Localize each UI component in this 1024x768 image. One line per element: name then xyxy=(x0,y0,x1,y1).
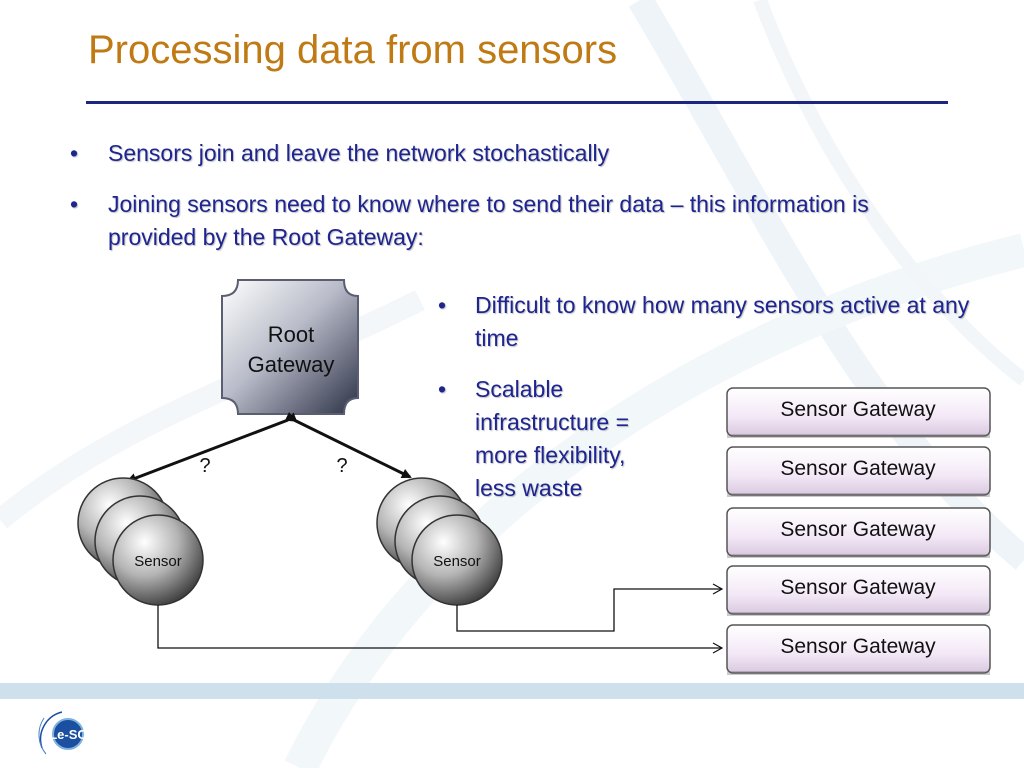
sensor-gateway-label: Sensor Gateway xyxy=(780,635,936,658)
sensor-gateway: Sensor Gateway xyxy=(726,507,991,558)
sensor-group-right: Sensor xyxy=(376,477,503,606)
root-gateway: Root Gateway xyxy=(221,279,359,415)
svg-text:Le-SC: Le-SC xyxy=(49,727,87,742)
slide-title: Processing data from sensors xyxy=(88,28,618,72)
footer-band xyxy=(0,683,1024,699)
sensor-gateway-label: Sensor Gateway xyxy=(780,398,936,421)
sensor-gateway-label: Sensor Gateway xyxy=(780,518,936,541)
root-gateway-label-line2: Gateway xyxy=(248,352,335,377)
lesc-logo: Le-SC xyxy=(38,711,87,755)
root-gateway-label-line1: Root xyxy=(268,322,314,347)
sensor-gateway: Sensor Gateway xyxy=(726,624,991,675)
sensor-group-left: Sensor xyxy=(77,477,204,606)
gateway-query-arrows xyxy=(126,411,412,483)
sensor-gateway: Sensor Gateway xyxy=(726,446,991,497)
sensor-label: Sensor xyxy=(433,553,481,570)
main-bullet-list: Sensors join and leave the network stoch… xyxy=(70,137,950,272)
unknown-mark-left: ? xyxy=(199,455,210,477)
bullet-item: Joining sensors need to know where to se… xyxy=(70,188,950,254)
sensor-label: Sensor xyxy=(134,553,182,570)
sub-bullet-list: Difficult to know how many sensors activ… xyxy=(438,289,1008,523)
bullet-item: Difficult to know how many sensors activ… xyxy=(438,289,1008,355)
bullet-item: Sensors join and leave the network stoch… xyxy=(70,137,950,170)
sensor-gateway: Sensor Gateway xyxy=(726,565,991,616)
title-underline xyxy=(86,101,948,104)
sensor-gateway-label: Sensor Gateway xyxy=(780,457,936,480)
unknown-mark-right: ? xyxy=(336,455,347,477)
sensor-gateway-label: Sensor Gateway xyxy=(780,576,936,599)
sensor-gateway: Sensor Gateway xyxy=(726,387,991,438)
bullet-item: Scalable infrastructure = more flexibili… xyxy=(438,373,670,505)
sensor-connectors xyxy=(157,583,724,654)
